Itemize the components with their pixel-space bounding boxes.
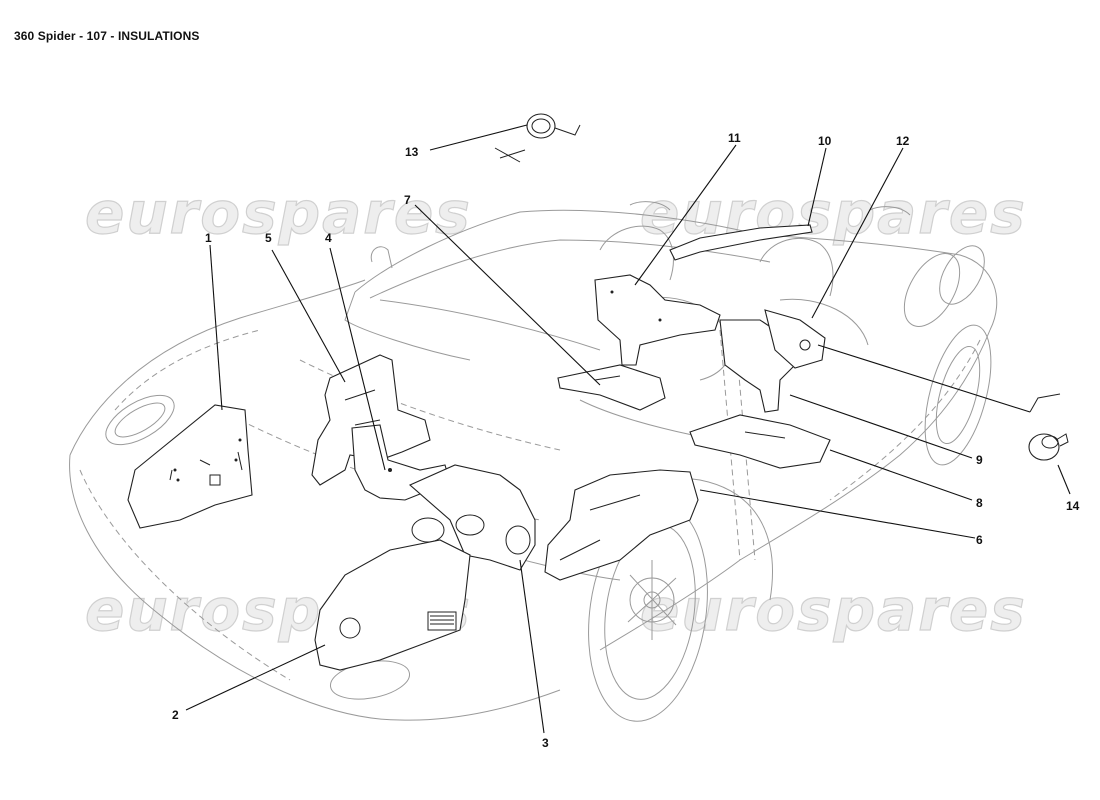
callout-11: 11 <box>728 131 741 145</box>
part-7-shape <box>557 364 666 411</box>
watermark-top-left: eurospares <box>85 179 472 247</box>
callout-9: 9 <box>976 453 983 467</box>
car-outline <box>69 201 998 722</box>
leader-5 <box>271 249 346 383</box>
insulation-parts <box>127 113 1069 671</box>
callout-14: 14 <box>1066 499 1080 513</box>
part-13-clip <box>494 113 581 163</box>
leader-10 <box>807 147 827 227</box>
callout-8: 8 <box>976 496 983 510</box>
part-12-shape <box>764 309 826 369</box>
part-14-clip <box>1028 393 1069 461</box>
leader-4 <box>329 247 386 471</box>
leader-lines <box>185 124 1071 734</box>
leader-13 <box>429 124 528 151</box>
part-2-shape <box>314 539 471 671</box>
leader-14b <box>1057 464 1071 495</box>
leader-2 <box>185 644 326 711</box>
callout-6: 6 <box>976 533 983 547</box>
page-title: 360 Spider - 107 - INSULATIONS <box>14 29 200 43</box>
callout-1: 1 <box>205 231 212 245</box>
part-11-shape <box>594 274 721 366</box>
callout-3: 3 <box>542 736 549 750</box>
callout-2: 2 <box>172 708 179 722</box>
watermark-top-right: eurospares <box>640 179 1027 247</box>
watermarks: eurospares eurospares eurospares eurospa… <box>84 178 1027 644</box>
callout-5: 5 <box>265 231 272 245</box>
callout-7: 7 <box>404 193 411 207</box>
leader-12 <box>811 147 904 319</box>
part-3-shape <box>408 464 536 571</box>
callout-10: 10 <box>818 134 832 148</box>
watermark-bottom-right: eurospares <box>640 576 1027 644</box>
leader-6 <box>699 489 976 539</box>
leader-11 <box>634 144 737 286</box>
callout-numbers: 1 2 3 4 5 6 7 8 9 10 11 12 13 14 <box>172 131 1080 750</box>
leader-8 <box>829 449 973 501</box>
part-6-shape <box>544 469 699 581</box>
leader-7 <box>414 204 601 386</box>
leader-3 <box>519 559 545 734</box>
callout-4: 4 <box>325 231 332 245</box>
leader-9 <box>789 394 973 459</box>
callout-12: 12 <box>896 134 910 148</box>
part-8-shape <box>689 414 831 469</box>
part-1-shape <box>127 404 253 529</box>
part-10-shape <box>669 224 813 261</box>
leader-1 <box>209 244 223 411</box>
callout-13: 13 <box>405 145 419 159</box>
leader-14 <box>817 344 1031 413</box>
